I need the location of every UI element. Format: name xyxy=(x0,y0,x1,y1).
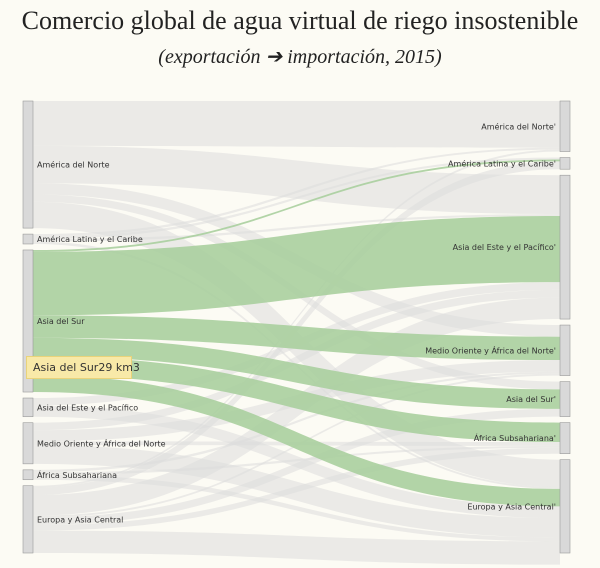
link--frica-subsahariana-to-medio-oriente-y-frica-del-norte-[interactable] xyxy=(33,371,560,473)
link-europa-y-asia-central-to-am-rica-del-norte-[interactable] xyxy=(33,149,560,488)
source-node-0[interactable] xyxy=(22,100,34,229)
target-label-4: Asia del Sur' xyxy=(506,395,556,404)
link-asia-del-sur-to-medio-oriente-y-frica-del-norte-[interactable] xyxy=(33,315,560,361)
chart-title: Comercio global de agua virtual de riego… xyxy=(21,6,579,35)
link-asia-del-sur-to-europa-y-asia-central-[interactable] xyxy=(33,375,560,507)
link-europa-y-asia-central-to-asia-del-sur-[interactable] xyxy=(33,408,560,525)
link-europa-y-asia-central-to--frica-subsahariana-[interactable] xyxy=(33,447,560,531)
source-node-5[interactable] xyxy=(22,469,34,481)
link-asia-del-sur-to-asia-del-sur-[interactable] xyxy=(33,337,560,409)
source-label-5: África Subsahariana xyxy=(37,469,117,480)
link-am-rica-latina-y-el-caribe-to-asia-del-este-y-el-pac-fico-[interactable] xyxy=(33,214,560,242)
target-node-5[interactable] xyxy=(559,422,571,454)
link-medio-oriente-y-frica-del-norte-to-asia-del-este-y-el-pac-fico-[interactable] xyxy=(33,289,560,431)
target-node-0[interactable] xyxy=(559,100,571,152)
target-label-0: América del Norte' xyxy=(481,121,556,131)
source-node-1[interactable] xyxy=(22,233,34,245)
source-node-3[interactable] xyxy=(22,397,34,418)
target-label-5: África Subsahariana' xyxy=(474,432,556,443)
source-label-1: América Latina y el Caribe xyxy=(37,234,143,244)
source-label-2: Asia del Sur xyxy=(37,317,85,326)
target-node-4[interactable] xyxy=(559,381,571,417)
link-am-rica-latina-y-el-caribe-to-am-rica-del-norte-[interactable] xyxy=(33,147,560,237)
links-layer xyxy=(33,101,560,565)
target-label-1: América Latina y el Caribe' xyxy=(448,158,556,168)
link-europa-y-asia-central-to-europa-y-asia-central-[interactable] xyxy=(33,530,560,565)
source-node-2[interactable] xyxy=(22,249,34,393)
target-node-6[interactable] xyxy=(559,459,571,554)
link--frica-subsahariana-to--frica-subsahariana-[interactable] xyxy=(33,445,560,475)
source-label-3: Asia del Este y el Pacífico xyxy=(37,403,138,412)
source-node-4[interactable] xyxy=(22,422,34,465)
target-label-3: Medio Oriente y África del Norte' xyxy=(425,344,556,355)
target-label-6: Europa y Asia Central' xyxy=(467,502,556,511)
link-asia-del-sur-to-asia-del-este-y-el-pac-fico-[interactable] xyxy=(33,216,560,316)
source-label-4: Medio Oriente y África del Norte xyxy=(37,437,166,448)
source-label-6: Europa y Asia Central xyxy=(37,515,123,524)
nodes-layer xyxy=(22,100,571,554)
link--frica-subsahariana-to-europa-y-asia-central-[interactable] xyxy=(33,474,560,542)
link-asia-del-sur-to--frica-subsahariana-[interactable] xyxy=(33,356,560,443)
link-asia-del-este-y-el-pac-fico-to-europa-y-asia-central-[interactable] xyxy=(33,405,560,519)
source-label-0: América del Norte xyxy=(37,160,110,170)
chart-subtitle: (exportación ➔ importación, 2015) xyxy=(158,46,442,68)
target-node-1[interactable] xyxy=(559,157,571,170)
target-label-2: Asia del Este y el Pacífico' xyxy=(453,243,556,252)
source-node-6[interactable] xyxy=(22,485,34,554)
tooltip: Asia del Sur29 km3 xyxy=(26,356,140,379)
link-asia-del-sur-to-am-rica-latina-y-el-caribe-[interactable] xyxy=(33,159,560,252)
target-node-2[interactable] xyxy=(559,174,571,320)
link-am-rica-latina-y-el-caribe-to-am-rica-latina-y-el-caribe-[interactable] xyxy=(33,157,560,240)
link-am-rica-del-norte-to-am-rica-del-norte-[interactable] xyxy=(33,101,560,148)
target-node-3[interactable] xyxy=(559,324,571,376)
